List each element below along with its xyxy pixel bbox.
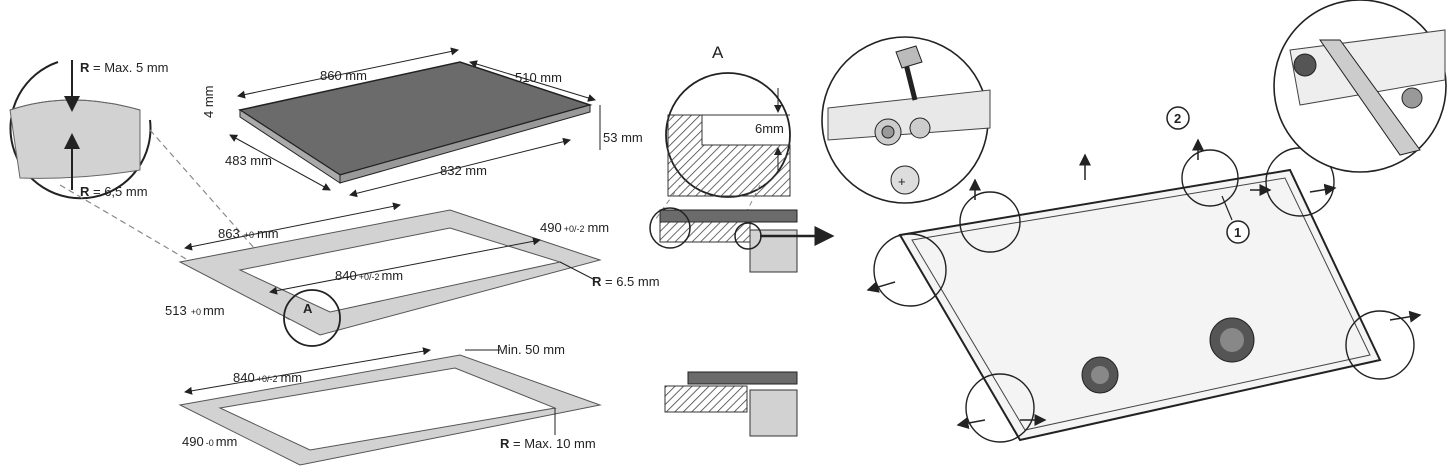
radius-65-label: R = 6,5 mm [80, 184, 148, 199]
section-detail-a: A 6mm [649, 43, 835, 437]
step-1-label: 1 [1234, 225, 1241, 240]
bracket-icon [1319, 39, 1421, 156]
screw-icon [890, 165, 920, 195]
min-50-label: Min. 50 mm [497, 342, 565, 357]
screw-closeup: + [821, 36, 991, 204]
corner-detail: R = Max. 5 mm R = 6,5 mm [9, 60, 301, 321]
hob-inner-depth-label: 483 mm [225, 153, 272, 168]
detail-title: A [712, 43, 724, 62]
radius-max5-label: R = Max. 5 mm [80, 60, 169, 75]
radius-max10-label: R = Max. 10 mm [500, 436, 596, 451]
hob-depth-label: 510 mm [515, 70, 562, 85]
bracket-closeup [1273, 0, 1447, 173]
hob-thickness-label: 4 mm [201, 86, 216, 119]
hob-width-label: 860 mm [320, 68, 367, 83]
hob-inner-width-label: 832 mm [440, 163, 487, 178]
detail-marker-label: A [303, 301, 313, 316]
step-2-label: 2 [1174, 111, 1181, 126]
hob-underside-view: 2 1 [866, 106, 1422, 443]
svg-text:+: + [898, 174, 906, 189]
hob-height-label: 53 mm [603, 130, 643, 145]
detail-gap-label: 6mm [755, 121, 784, 136]
hob-top-view: 860 mm 510 mm 4 mm 53 mm 483 mm 832 mm [201, 47, 643, 198]
radius-65b-label: R = 6.5 mm [592, 274, 660, 289]
detail-circle-a [283, 289, 341, 347]
